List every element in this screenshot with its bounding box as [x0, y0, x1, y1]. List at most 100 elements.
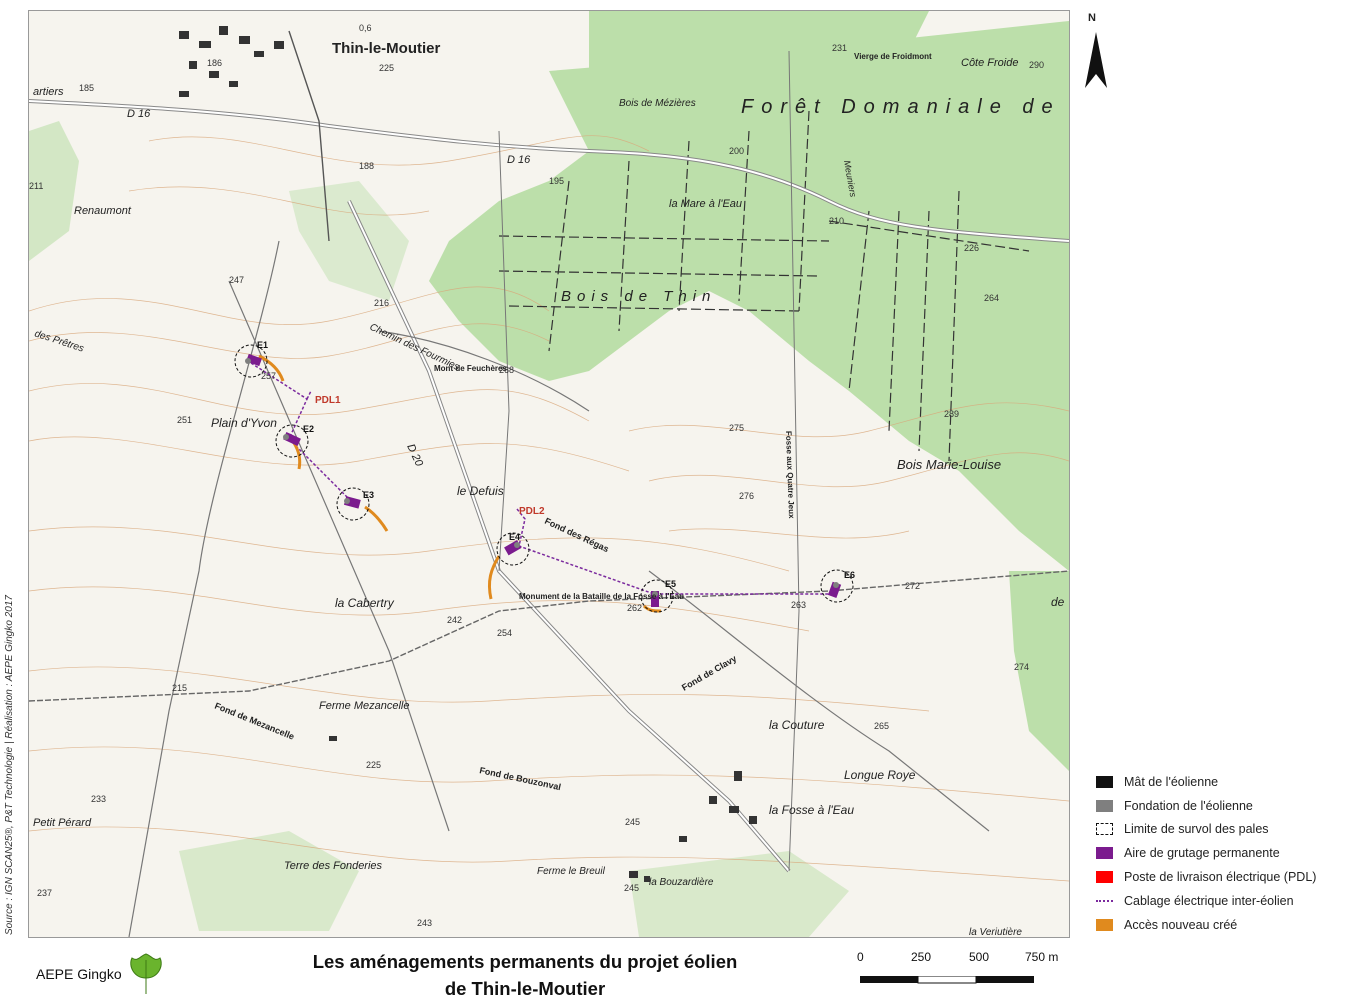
- bois-mezieres-label: Bois de Mézières: [619, 98, 696, 109]
- svg-text:195: 195: [549, 176, 564, 186]
- legend-swatch: [1096, 775, 1113, 788]
- fond-clavy-label: Fond de Clavy: [680, 653, 738, 692]
- north-arrow-icon: [1085, 32, 1107, 88]
- legend-swatch: [1096, 899, 1113, 902]
- fosse-eau-label: la Fosse à l'Eau: [769, 803, 854, 817]
- legend-item: Cablage électrique inter-éolien: [1096, 889, 1354, 913]
- couture-label: la Couture: [769, 718, 825, 732]
- svg-text:254: 254: [497, 628, 512, 638]
- legend-label: Cablage électrique inter-éolien: [1124, 893, 1294, 908]
- logo: AEPE Gingko: [36, 948, 166, 1000]
- veriutiere-label: la Veriutière: [969, 927, 1022, 937]
- svg-text:274: 274: [1014, 662, 1029, 672]
- svg-text:237: 237: [37, 888, 52, 898]
- forest-tracks: [498, 110, 1030, 462]
- svg-text:245: 245: [624, 883, 639, 893]
- longue-roye-label: Longue Roye: [844, 768, 916, 782]
- logo-text: AEPE Gingko: [36, 966, 122, 982]
- svg-text:264: 264: [984, 293, 999, 303]
- turbine-e3[interactable]: E3: [336, 487, 374, 521]
- topographic-map: E1 E2 E3 E4 E5: [28, 10, 1070, 938]
- road-d20: D 20: [404, 442, 425, 469]
- svg-text:233: 233: [91, 794, 106, 804]
- legend-item: Limite de survol des pales: [1096, 818, 1354, 842]
- de-right-label: de: [1051, 595, 1065, 609]
- quartiers-label: artiers: [33, 86, 64, 98]
- svg-text:247: 247: [229, 275, 244, 285]
- fond-mez-label: Fond de Mezancelle: [213, 701, 296, 742]
- svg-text:215: 215: [172, 683, 187, 693]
- fosse-chemin-label: Fosse aux Quatre Jeux: [784, 431, 796, 519]
- petit-perard-label: Petit Pérard: [33, 817, 92, 829]
- svg-text:272: 272: [905, 581, 920, 591]
- turbine-e1[interactable]: E1: [234, 340, 268, 378]
- turbine-e5[interactable]: E5: [640, 579, 676, 613]
- svg-text:226: 226: [964, 243, 979, 253]
- fond-bouz-label: Fond de Bouzonval: [479, 765, 562, 792]
- turbine-e6[interactable]: E6: [820, 569, 855, 603]
- legend-swatch: [1096, 918, 1113, 931]
- mont-label: Mont de Feuchères: [434, 364, 507, 373]
- monument-label: Monument de la Bataille de la Fosse à l'…: [519, 592, 684, 601]
- renaumont-label: Renaumont: [74, 205, 132, 217]
- scale-label: 0: [857, 950, 864, 964]
- forest-label: Forêt Domaniale de: [741, 96, 1061, 118]
- svg-text:262: 262: [627, 603, 642, 613]
- svg-text:186: 186: [207, 58, 222, 68]
- town-label: Thin-le-Moutier: [332, 40, 440, 57]
- scale-label: 250: [911, 950, 932, 964]
- scale-graphic: [860, 976, 1034, 984]
- legend-label: Aire de grutage permanente: [1124, 846, 1280, 861]
- turbines: E1 E2 E3 E4 E5: [234, 340, 855, 613]
- road-d16-east: D 16: [507, 154, 531, 166]
- svg-text:268: 268: [499, 365, 514, 375]
- legend-swatch: [1096, 823, 1113, 836]
- svg-text:216: 216: [374, 298, 389, 308]
- svg-text:242: 242: [447, 615, 462, 625]
- turbine-label: E5: [665, 579, 676, 589]
- bois-ml-label: Bois Marie-Louise: [897, 457, 1001, 472]
- svg-text:185: 185: [79, 83, 94, 93]
- source-note: Source : IGN SCAN25®, P&T Technologie | …: [4, 595, 15, 935]
- map-title-line2: de Thin-le-Moutier: [444, 978, 606, 999]
- legend-item: Poste de livraison électrique (PDL): [1096, 865, 1354, 889]
- delivery-stations: PDL1 PDL2: [315, 395, 545, 517]
- legend-label: Fondation de l'éolienne: [1124, 798, 1253, 813]
- pdl1-label: PDL1: [315, 395, 341, 406]
- svg-text:225: 225: [366, 760, 381, 770]
- turbine-label: E6: [844, 570, 855, 580]
- legend-item: Fondation de l'éolienne: [1096, 794, 1354, 818]
- scale-label: 500: [969, 950, 990, 964]
- scale-bar: 0 250 500 750 m: [855, 950, 1065, 990]
- fond-reges-label: Fond des Régas: [543, 516, 610, 554]
- ferme-mez-label: Ferme Mezancelle: [319, 700, 409, 712]
- ferme-breuil-label: Ferme le Breuil: [537, 866, 606, 877]
- map-title-line1: Les aménagements permanents du projet éo…: [312, 951, 738, 972]
- legend-swatch: [1096, 871, 1113, 884]
- turbine-label: E4: [509, 532, 520, 542]
- scale-label: 750 m: [1025, 950, 1059, 964]
- ginkgo-leaf-icon: [129, 953, 162, 994]
- legend-label: Accès nouveau créé: [1124, 917, 1238, 932]
- svg-text:225: 225: [379, 63, 394, 73]
- turbine-e4[interactable]: E4: [496, 532, 530, 566]
- terre-label: Terre des Fonderies: [284, 860, 383, 872]
- road-d16-west: D 16: [127, 108, 151, 120]
- svg-text:276: 276: [739, 491, 754, 501]
- north-label: N: [1088, 12, 1096, 24]
- turbine-e2[interactable]: E2: [275, 424, 314, 458]
- legend-item: Accès nouveau créé: [1096, 913, 1354, 937]
- svg-text:243: 243: [417, 918, 432, 928]
- forest-areas: [29, 11, 1069, 937]
- svg-text:0,6: 0,6: [359, 23, 372, 33]
- altitude-labels: 0,6 225 185 186 188 195 200 210 226 231 …: [29, 23, 1044, 928]
- svg-text:257: 257: [261, 371, 276, 381]
- bouzardiere-label: la Bouzardière: [649, 877, 714, 888]
- pdl2-label: PDL2: [519, 506, 545, 517]
- legend-swatch: [1096, 799, 1113, 812]
- svg-text:188: 188: [359, 161, 374, 171]
- turbine-label: E1: [257, 340, 268, 350]
- turbine-label: E3: [363, 490, 374, 500]
- svg-text:263: 263: [791, 600, 806, 610]
- svg-text:275: 275: [729, 423, 744, 433]
